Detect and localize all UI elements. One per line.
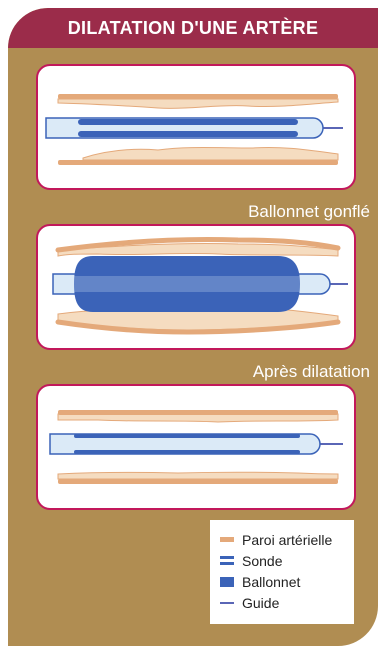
balloon-deflated-lower [74,450,300,454]
balloon-deflated [78,119,298,125]
lower-artery-wall [58,160,338,165]
legend-label: Sonde [242,553,282,569]
legend: Paroi artérielle Sonde Ballonnet Guide [210,520,354,624]
legend-label: Paroi artérielle [242,532,332,548]
panel-initial [36,64,356,190]
panel-inflated [36,224,356,350]
upper-artery-wall [58,410,338,415]
guide-swatch [220,602,234,604]
title-bar: DILATATION D'UNE ARTÈRE [8,8,378,48]
upper-plaque [58,414,338,422]
panel-after [36,384,356,510]
artery-wall-swatch [220,537,234,542]
lower-plaque [83,147,338,160]
probe-through-balloon [74,276,300,292]
initial-artery-illustration [38,66,354,188]
legend-item-guide: Guide [220,592,354,613]
legend-item-balloon: Ballonnet [220,571,354,592]
inflated-artery-illustration [38,226,354,348]
diagram-card: DILATATION D'UNE ARTÈRE Ballonnet gonflé [8,8,378,646]
upper-plaque [58,99,338,108]
diagram-title: DILATATION D'UNE ARTÈRE [68,18,319,39]
caption-after: Après dilatation [253,362,370,382]
balloon-swatch [220,577,234,587]
probe-swatch [220,556,234,565]
legend-item-probe: Sonde [220,550,354,571]
upper-artery-wall [58,94,338,99]
legend-item-wall: Paroi artérielle [220,529,354,550]
balloon-deflated [74,434,300,438]
after-artery-illustration [38,386,354,508]
lower-plaque [58,472,338,479]
lower-artery-wall [58,479,338,484]
legend-label: Ballonnet [242,574,300,590]
caption-inflated: Ballonnet gonflé [248,202,370,222]
legend-label: Guide [242,595,279,611]
balloon-deflated-lower [78,131,298,137]
